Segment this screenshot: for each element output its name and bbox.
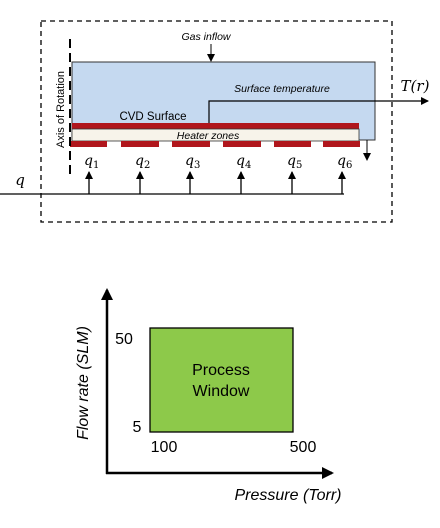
output-label: T(r) <box>401 77 430 95</box>
process-window-label-line2: Window <box>193 383 250 400</box>
gas-inflow-label: Gas inflow <box>181 31 231 43</box>
heater-segment-5 <box>274 141 311 147</box>
cvd-surface-label: CVD Surface <box>119 111 186 123</box>
y-axis-label: Flow rate (SLM) <box>75 326 92 440</box>
surface-temperature-label: Surface temperature <box>234 83 330 95</box>
heater-segment-6 <box>323 141 360 147</box>
x-min-label: 100 <box>151 439 178 456</box>
process-window-box <box>149 327 294 433</box>
system-boundary-box <box>40 20 393 223</box>
heater-zones-label: Heater zones <box>177 130 240 142</box>
zone-label-1: q1 <box>84 153 99 171</box>
cvd-surface-stripe <box>72 123 359 129</box>
zone-label-4: q4 <box>236 153 251 171</box>
heater-segment-1 <box>70 141 107 147</box>
input-label: q <box>15 171 25 189</box>
zone-label-2: q2 <box>135 153 150 171</box>
x-axis-label: Pressure (Torr) <box>235 487 342 504</box>
temperature-output-line <box>208 97 429 123</box>
x-max-label: 500 <box>290 439 317 456</box>
heater-segment-3 <box>172 141 210 147</box>
heater-zone-band <box>71 128 360 142</box>
y-min-label: 5 <box>133 419 142 436</box>
process-window-label-line1: Process <box>192 362 250 379</box>
zone-label-6: q6 <box>337 153 352 171</box>
zone-label-5: q5 <box>287 153 302 171</box>
heater-segment-2 <box>121 141 159 147</box>
axis-of-rotation-label: Axis of Rotation <box>55 71 67 148</box>
heater-segment-4 <box>223 141 261 147</box>
y-max-label: 50 <box>115 331 133 348</box>
zone-label-3: q3 <box>185 153 200 171</box>
